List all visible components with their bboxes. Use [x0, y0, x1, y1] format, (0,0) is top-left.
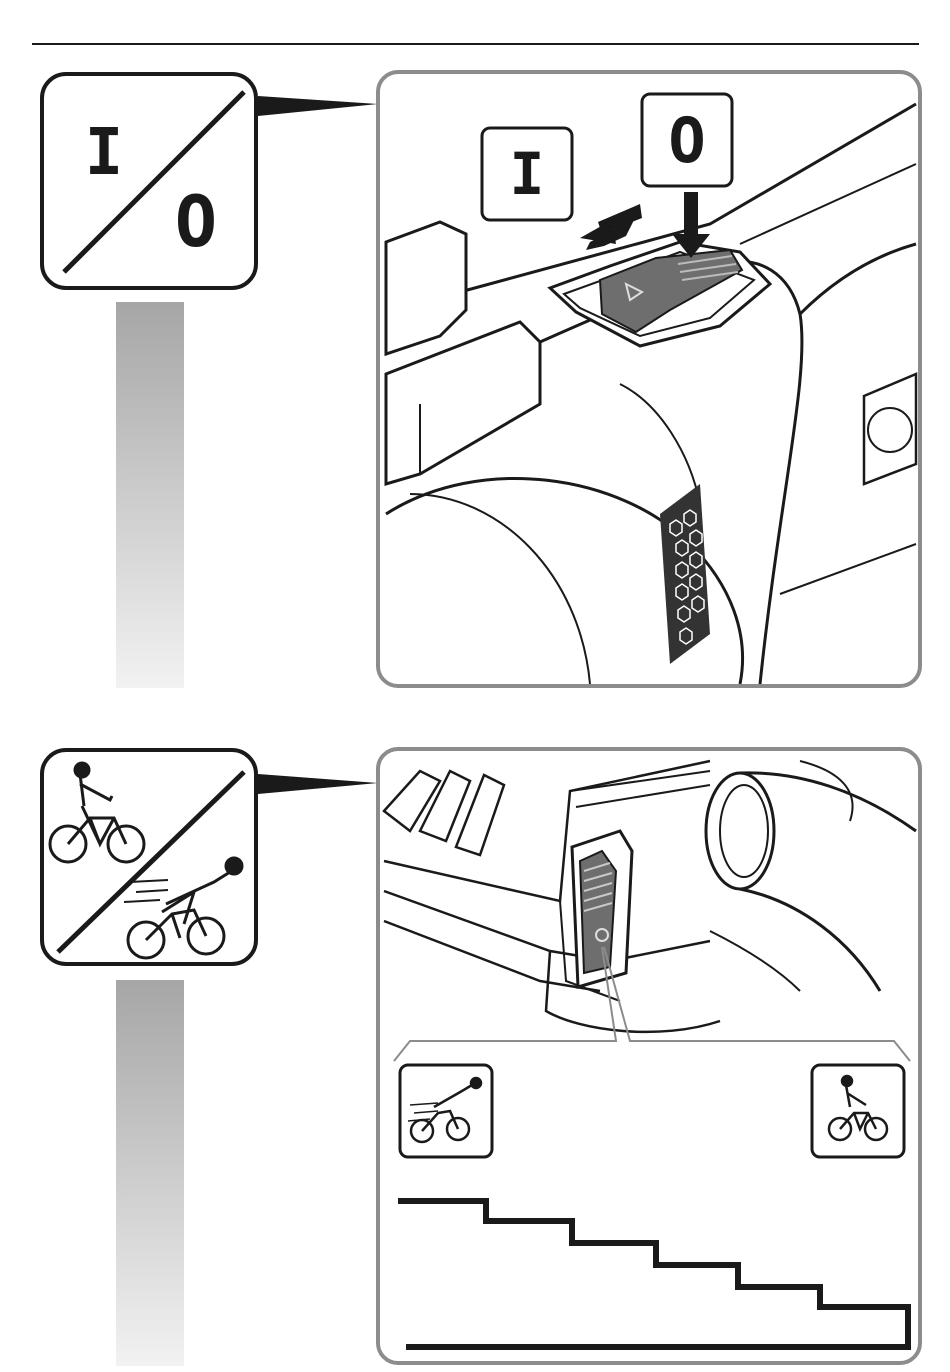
gradient-bar-bottom: [116, 980, 184, 1366]
gradient-bar-top: [116, 302, 184, 688]
on-label: I: [510, 140, 545, 208]
on-off-illustration-panel: I O: [376, 70, 922, 688]
slow-speed-box: [812, 1065, 904, 1157]
cyclist-slow-icon: [50, 763, 144, 862]
on-off-badge: I O: [40, 72, 258, 290]
speed-staircase-scale: [398, 1201, 908, 1347]
off-symbol: O: [175, 181, 217, 263]
off-label: O: [668, 104, 705, 177]
speed-badge: [40, 748, 258, 966]
on-symbol: I: [85, 116, 124, 190]
speed-illustration-panel: [376, 747, 922, 1365]
